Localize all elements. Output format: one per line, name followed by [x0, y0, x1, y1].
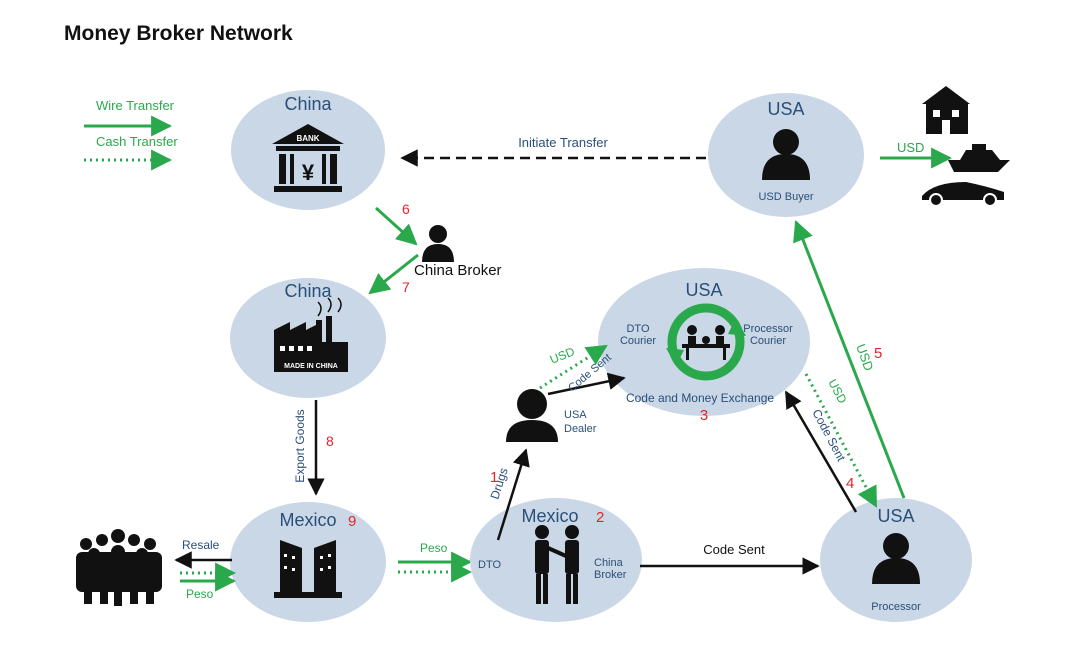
step-1: 1: [490, 469, 498, 486]
exchange-left-label-2: Courier: [620, 335, 656, 347]
crowd-icon: [76, 529, 162, 606]
legend-wire-label: Wire Transfer: [96, 98, 175, 113]
node-usa-buyer-title: USA: [767, 99, 804, 119]
step-5: 5: [874, 345, 882, 362]
usa-dealer-label-1: USA: [564, 409, 587, 421]
sports-car-icon: [922, 182, 1004, 207]
edge-usd-assets-label: USD: [897, 140, 924, 155]
node-mexico-resale-title: Mexico: [279, 510, 336, 530]
factory-badge: MADE IN CHINA: [284, 363, 338, 370]
step-8: 8: [326, 433, 334, 449]
edge-code-processor-label: Code Sent: [809, 407, 848, 464]
step-2: 2: [596, 509, 604, 526]
step-4: 4: [846, 475, 854, 492]
yacht-icon: [948, 144, 1010, 172]
legend-cash-label: Cash Transfer: [96, 134, 178, 149]
exchange-right-label-1: Processor: [743, 323, 793, 335]
usa-dealer-person: [506, 389, 558, 442]
step-7: 7: [402, 279, 410, 295]
edge-code-sent-bottom-label: Code Sent: [703, 542, 765, 557]
node-china-bank: China BANK ¥: [231, 90, 385, 210]
page-title: Money Broker Network: [64, 22, 293, 45]
node-usa-buyer-caption: USD Buyer: [758, 191, 813, 203]
node-china-factory-title: China: [284, 281, 332, 301]
node-usa-exchange-title: USA: [685, 280, 722, 300]
step-3: 3: [700, 407, 708, 424]
node-mexico-resale: Mexico 9: [230, 502, 386, 622]
handshake-icon: [535, 525, 579, 604]
edge-code-processor: [784, 390, 858, 513]
edge-export-label: Export Goods: [293, 409, 307, 482]
usa-dealer-label-2: Dealer: [564, 423, 597, 435]
yuan-symbol: ¥: [302, 160, 315, 185]
exchange-left-label-1: DTO: [626, 323, 649, 335]
exchange-right-label-2: Courier: [750, 335, 786, 347]
step-9: 9: [348, 513, 356, 530]
node-usa-processor-caption: Processor: [871, 601, 921, 613]
step-6: 6: [402, 201, 410, 217]
node-mexico-dto-right-1: China: [594, 557, 624, 569]
node-mexico-dto-left: DTO: [478, 559, 501, 571]
node-china-factory: China MADE IN CHINA: [230, 278, 386, 398]
factory-icon: MADE IN CHINA: [274, 297, 348, 372]
legend: Wire Transfer Cash Transfer: [84, 98, 178, 171]
edge-step-6: [374, 206, 418, 246]
node-mexico-dto-title: Mexico: [521, 506, 578, 526]
edge-peso-in-label: Peso: [186, 587, 214, 601]
node-mexico-dto-right-2: Broker: [594, 569, 627, 581]
china-broker-person: [422, 225, 454, 262]
node-usa-exchange: USA DTO Courier Processor Courier Code a…: [598, 268, 810, 424]
node-usa-exchange-caption: Code and Money Exchange: [626, 391, 774, 405]
bank-icon-label: BANK: [296, 134, 319, 143]
bank-icon: BANK ¥: [272, 124, 344, 192]
node-mexico-dto: Mexico 2 DTO China Broker: [470, 498, 642, 622]
edge-peso-label: Peso: [420, 541, 448, 555]
node-usa-processor: USA Processor: [820, 498, 972, 622]
house-icon: [922, 86, 970, 134]
edge-usd-processor-label: USD: [825, 377, 849, 406]
edge-step-7: [368, 253, 419, 295]
edge-usd-processor: [804, 373, 878, 508]
edge-usd-dealer: [539, 344, 608, 390]
edge-usd-dealer-label: USD: [548, 344, 577, 367]
edge-drugs: [496, 448, 530, 541]
china-broker-label: China Broker: [414, 262, 502, 279]
edge-code-dealer: [547, 372, 626, 396]
buildings-icon: [274, 540, 342, 598]
edge-usd-5: [793, 220, 906, 499]
node-china-bank-title: China: [284, 94, 332, 114]
edge-initiate-label: Initiate Transfer: [518, 135, 608, 150]
exchange-icon: [666, 303, 746, 381]
node-usa-processor-title: USA: [877, 506, 914, 526]
node-usa-buyer: USA USD Buyer: [708, 93, 864, 217]
edge-resale-label: Resale: [182, 538, 220, 552]
